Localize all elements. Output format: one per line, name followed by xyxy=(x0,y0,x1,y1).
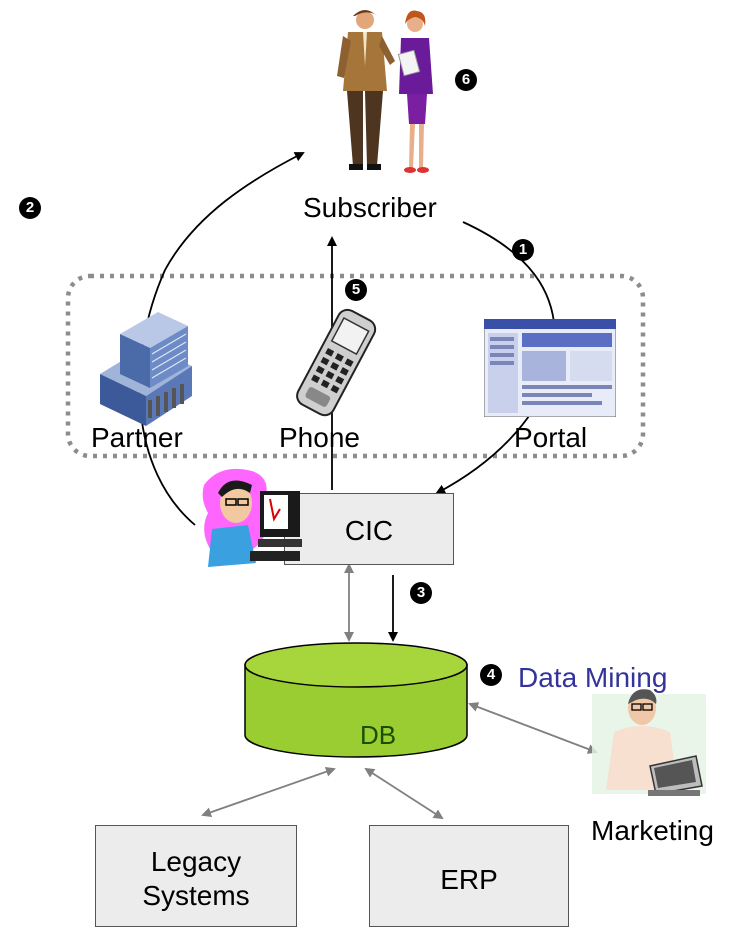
step-6-badge: 6 xyxy=(455,69,477,91)
legacy-label-line2: Systems xyxy=(142,880,250,911)
arrow-db-marketing xyxy=(468,702,598,754)
legacy-label-line1: Legacy xyxy=(150,846,242,877)
db-label: DB xyxy=(360,720,397,750)
marketing-label: Marketing xyxy=(591,815,714,846)
office-building-icon xyxy=(100,312,192,426)
step-5-badge: 5 xyxy=(345,279,367,301)
arrow-cic-to-subscriber xyxy=(138,152,305,526)
step-4-badge: 4 xyxy=(480,664,502,686)
cic-label: CIC xyxy=(344,515,394,546)
step-1-badge: 1 xyxy=(512,239,534,261)
channels-dotted-region xyxy=(65,273,646,459)
erp-box: ERP xyxy=(369,825,569,927)
step-2-badge: 2 xyxy=(19,197,41,219)
subscriber-label: Subscriber xyxy=(303,192,437,223)
cic-box: CIC xyxy=(284,493,454,565)
call-agent-icon xyxy=(202,468,302,567)
arrow-db-erp xyxy=(364,767,444,820)
mobile-phone-icon xyxy=(296,308,377,417)
step-3-badge: 3 xyxy=(410,582,432,604)
legacy-systems-box: Legacy Systems xyxy=(95,825,297,927)
erp-label: ERP xyxy=(440,864,498,895)
marketing-analyst-icon xyxy=(592,689,706,796)
phone-label: Phone xyxy=(279,422,360,453)
portal-label: Portal xyxy=(514,422,588,453)
web-portal-icon xyxy=(484,319,616,417)
database-cylinder xyxy=(244,642,468,758)
arrow-db-legacy xyxy=(201,766,336,818)
partner-label: Partner xyxy=(91,422,183,453)
data-mining-label: Data Mining xyxy=(518,662,668,693)
people-icon xyxy=(337,10,433,173)
